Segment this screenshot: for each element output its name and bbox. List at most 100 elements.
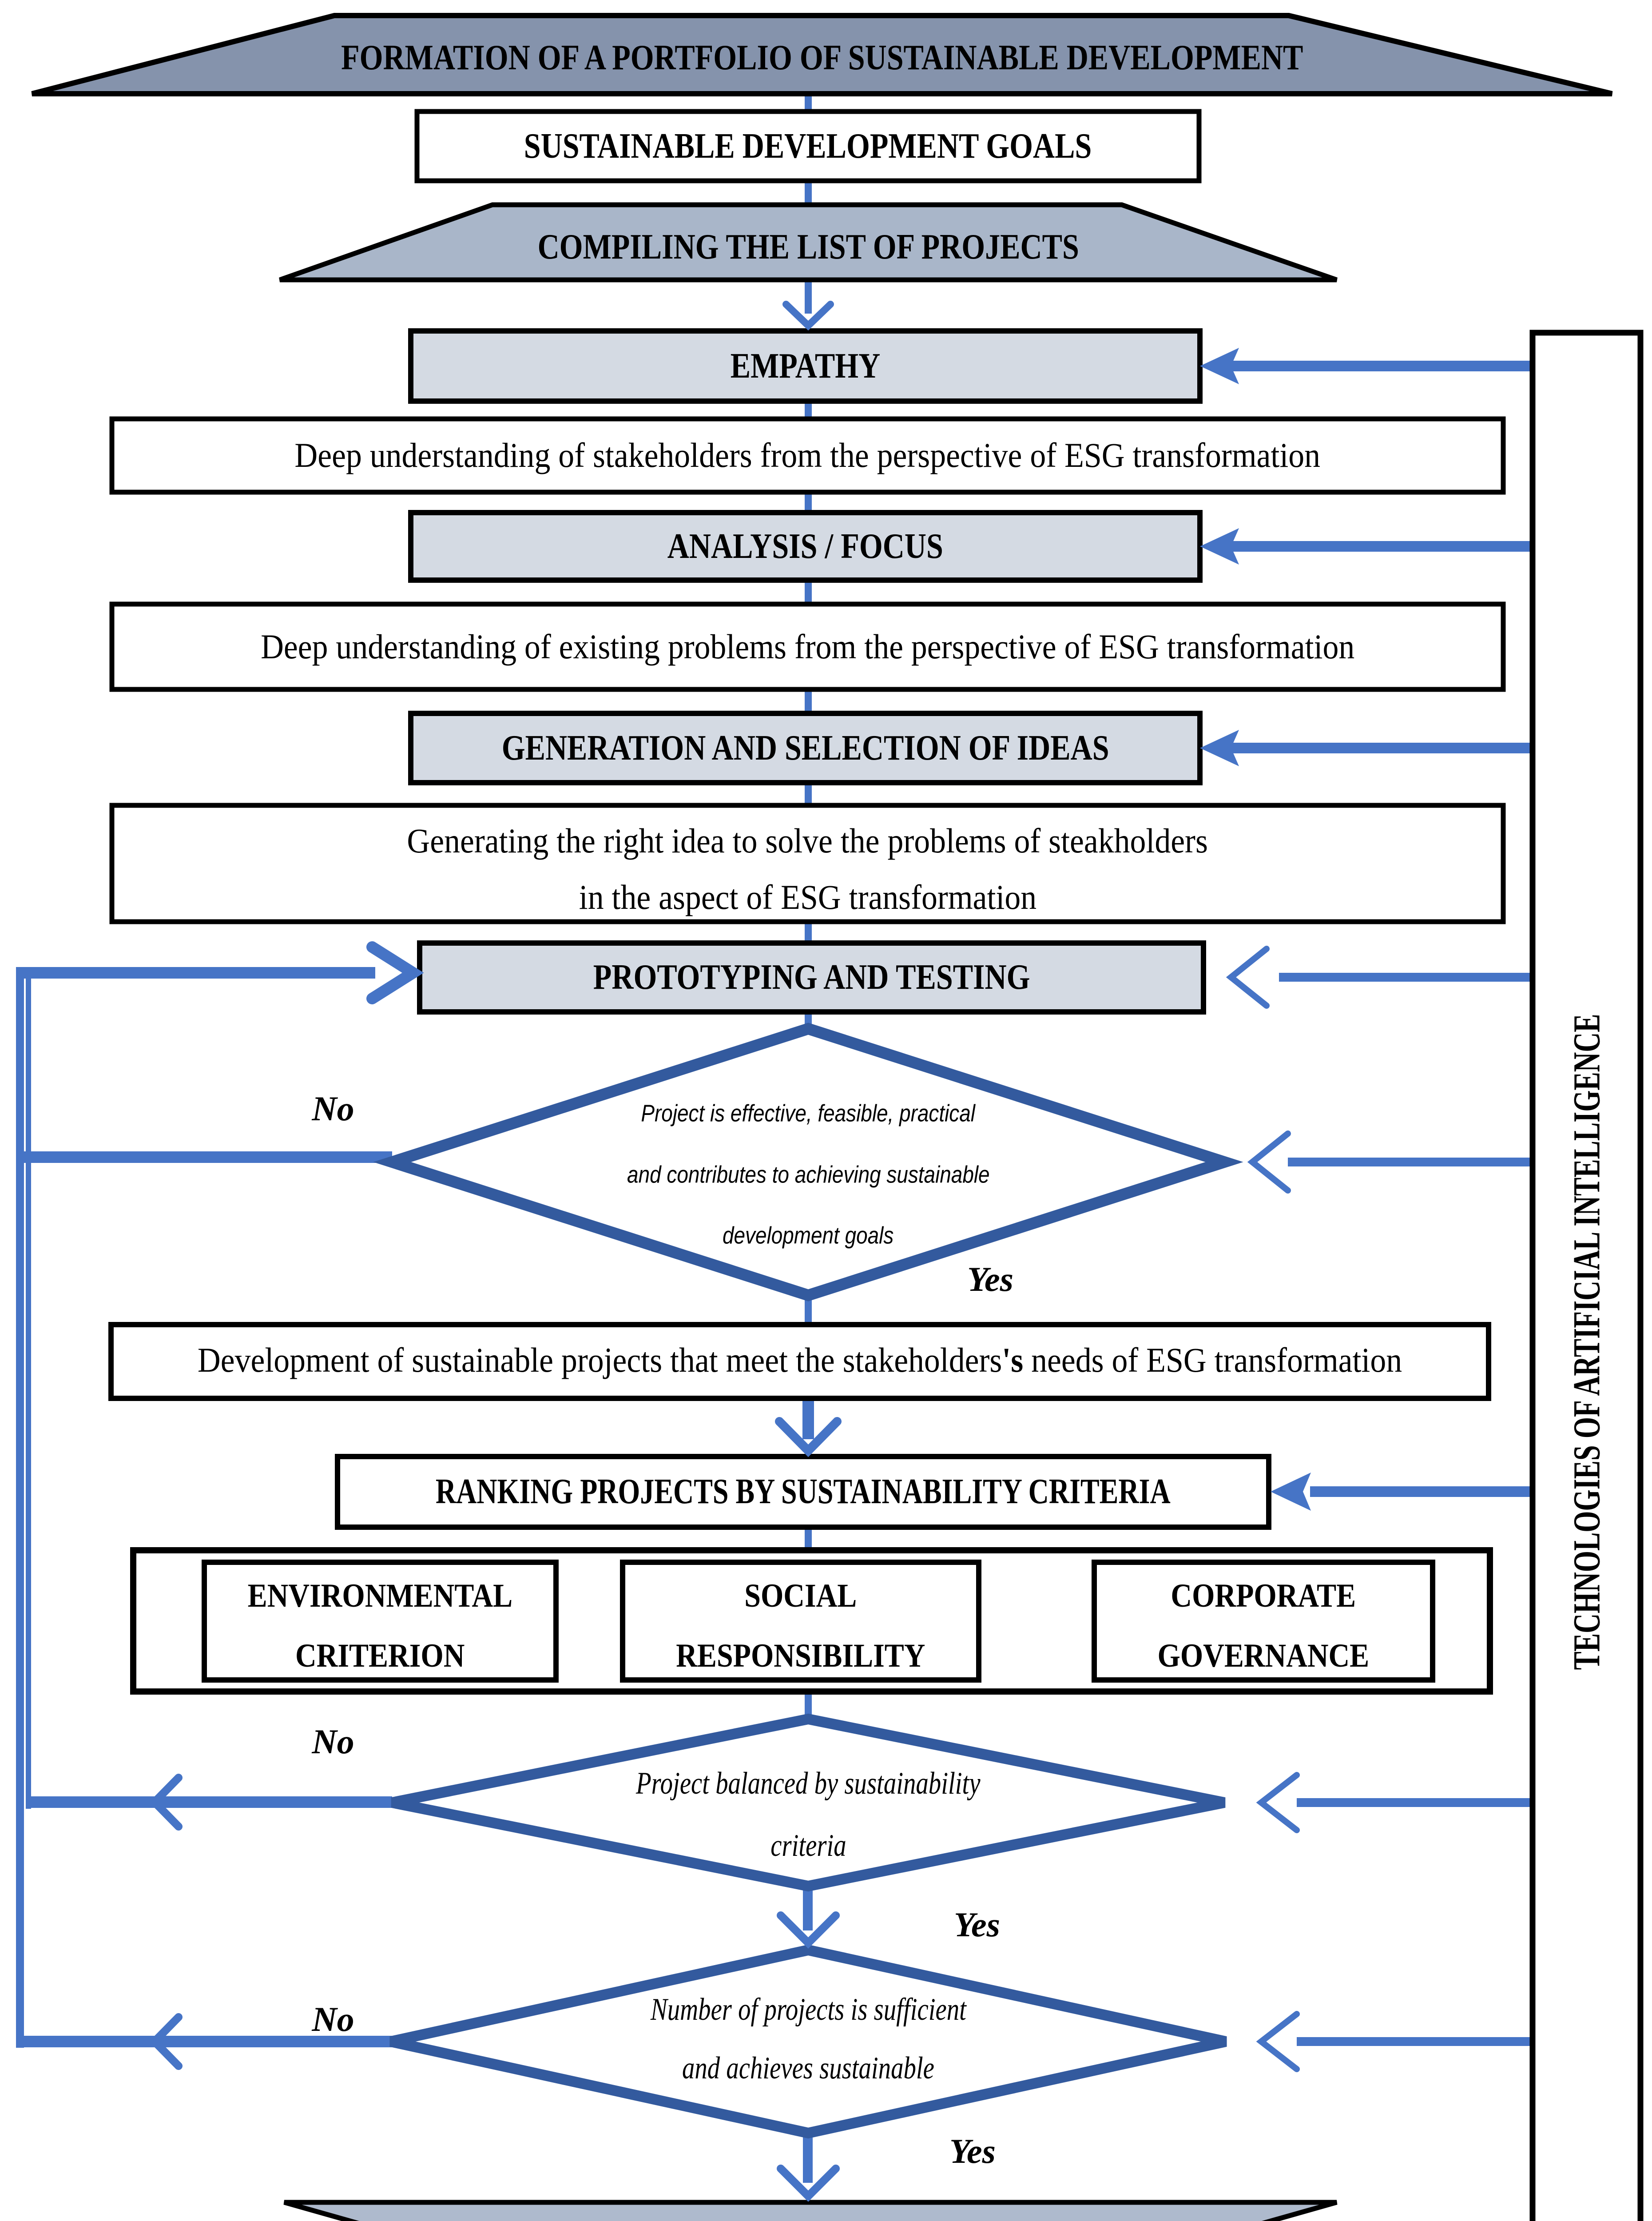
analysis-desc-box-shape bbox=[109, 601, 1506, 692]
ai-arrowhead-generation bbox=[1200, 730, 1239, 766]
down-arrowhead-into-empathy bbox=[782, 301, 834, 331]
decision2-diamond-shape bbox=[391, 1713, 1226, 1892]
ai-arrow-analysis-shaft bbox=[1230, 541, 1533, 552]
ai-arrow-generation-shaft bbox=[1230, 743, 1533, 753]
generation-desc-box-shape bbox=[109, 803, 1506, 924]
decision2-line2: criteria bbox=[770, 1828, 846, 1863]
compiling-trapezoid-shape bbox=[279, 202, 1338, 283]
social-responsibility-line1: SOCIAL bbox=[744, 1577, 857, 1614]
feedback-arrow-shaft bbox=[16, 967, 375, 979]
feedback-arrowhead-into-prototyping bbox=[366, 941, 424, 1004]
ai-arrowhead-analysis bbox=[1200, 528, 1239, 565]
decision1-line2: and contributes to achieving sustainable bbox=[627, 1161, 990, 1188]
ai-arrow-empathy-shaft bbox=[1230, 361, 1533, 371]
corporate-governance-line1: CORPORATE bbox=[1171, 1577, 1356, 1614]
ai-arrow-ranking-shaft bbox=[1310, 1486, 1533, 1497]
corporate-governance-line2: GOVERNANCE bbox=[1157, 1637, 1370, 1674]
down-arrowhead-into-compilining bbox=[777, 2165, 840, 2202]
ai-sidebar: TECHNOLOGIES OF ARTIFICIAL INTELLIGENCE bbox=[1533, 333, 1640, 2221]
development-box-label: Development of sustainable projects that… bbox=[197, 1341, 1402, 1380]
ai-sidebar-box-shape bbox=[1529, 330, 1644, 2221]
development-box-shape bbox=[108, 1322, 1491, 1401]
ai-arrow-decision1-shaft bbox=[1288, 1158, 1533, 1166]
analysis-label: ANALYSIS / FOCUS bbox=[667, 527, 944, 566]
ai-arrowhead-prototyping bbox=[1226, 946, 1270, 1009]
empathy-desc-box-shape bbox=[109, 416, 1506, 495]
ai-arrow-prototyping-shaft bbox=[1279, 973, 1533, 982]
social-responsibility-box-shape bbox=[620, 1560, 981, 1683]
connector-decision2-to-decision3 bbox=[803, 1886, 813, 1930]
generation-desc-line1: Generating the right idea to solve the p… bbox=[407, 821, 1208, 860]
ai-sidebar-label: TECHNOLOGIES OF ARTIFICIAL INTELLIGENCE bbox=[1565, 1014, 1608, 1670]
arrowheads bbox=[149, 301, 1311, 2202]
empathy-desc-label: Deep understanding of stakeholders from … bbox=[294, 436, 1321, 475]
ai-arrow-decision3-shaft bbox=[1297, 2037, 1533, 2046]
ai-arrowhead-empathy bbox=[1200, 348, 1239, 384]
decision2-no-line bbox=[26, 1796, 392, 1808]
ranking-box-label: RANKING PROJECTS BY SUSTAINABILITY CRITE… bbox=[436, 1472, 1171, 1511]
connector-generation-to-desc bbox=[805, 783, 812, 808]
decision1-no-label: No bbox=[312, 1089, 354, 1128]
corporate-governance-box-shape bbox=[1092, 1560, 1435, 1683]
down-arrowhead-into-decision3 bbox=[777, 1911, 840, 1949]
ai-arrowhead-decision3 bbox=[1256, 2011, 1300, 2072]
sdg-box-shape bbox=[414, 109, 1202, 183]
ai-arrowhead-decision2 bbox=[1256, 1772, 1300, 1833]
decision3-no-label: No bbox=[312, 2000, 354, 2039]
compiling-trapezoid-label: COMPILING THE LIST OF PROJECTS bbox=[537, 227, 1079, 267]
decision3-no-line bbox=[16, 2036, 392, 2047]
compilining-trapezoid-label: COMPILINING THE LIST OF PROJECTS bbox=[284, 2215, 1337, 2221]
social-responsibility-line2: RESPONSIBILITY bbox=[676, 1637, 925, 1674]
connector-ranking-to-criteria bbox=[805, 1527, 812, 1553]
environmental-criterion-box-shape bbox=[202, 1560, 559, 1683]
connector-development-to-ranking bbox=[802, 1398, 814, 1439]
generation-label: GENERATION AND SELECTION OF IDEAS bbox=[501, 728, 1109, 768]
outer-feedback-rail bbox=[16, 967, 24, 2048]
decision2-yes-label: Yes bbox=[954, 1905, 1000, 1944]
analysis-desc-label: Deep understanding of existing problems … bbox=[260, 627, 1355, 666]
feedback-rails bbox=[16, 967, 392, 2048]
decision3-line1: Number of projects is sufficient bbox=[650, 1992, 966, 2027]
sdg-box-label: SUSTAINABLE DEVELOPMENT GOALS bbox=[524, 127, 1092, 166]
decision3-diamond-shape bbox=[389, 1944, 1227, 2139]
connector-desc-to-prototyping bbox=[805, 922, 812, 946]
connector-compiling-to-empathy bbox=[805, 280, 812, 314]
connector-sdg-to-compiling bbox=[805, 181, 812, 207]
generation-desc-line2: in the aspect of ESG transformation bbox=[579, 878, 1036, 917]
analysis-box-shape bbox=[408, 510, 1203, 583]
connector-decision1-to-development bbox=[805, 1295, 812, 1327]
ai-arrow-shafts bbox=[1230, 361, 1533, 2046]
empathy-box-shape bbox=[408, 328, 1203, 404]
start-trapezoid-label: FORMATION OF A PORTFOLIO OF SUSTAINABLE … bbox=[341, 38, 1303, 77]
decision3-yes-label: Yes bbox=[949, 2132, 996, 2171]
no-arrowhead-decision2 bbox=[149, 1774, 183, 1831]
decision1-no-line bbox=[16, 1151, 392, 1163]
decision1-line1: Project is effective, feasible, practica… bbox=[641, 1100, 976, 1127]
connector-decision3-to-compilining bbox=[803, 2133, 813, 2183]
empathy-label: EMPATHY bbox=[730, 346, 881, 386]
decision1-yes-label: Yes bbox=[967, 1260, 1013, 1299]
generation-box-shape bbox=[408, 711, 1203, 785]
no-arrowhead-decision3 bbox=[149, 2013, 183, 2070]
environmental-criterion-line2: CRITERION bbox=[295, 1637, 465, 1674]
connector-analysis-to-desc bbox=[805, 580, 812, 607]
decision3-line2: and achieves sustainable bbox=[682, 2050, 934, 2086]
decision1-line3: development goals bbox=[723, 1222, 894, 1249]
decision2-line1: Project balanced by sustainability bbox=[636, 1766, 981, 1801]
start-trapezoid-shape bbox=[31, 13, 1613, 96]
environmental-criterion-line1: ENVIRONMENTAL bbox=[247, 1577, 513, 1614]
connector-desc-to-generation bbox=[805, 689, 812, 716]
down-arrowhead-into-ranking bbox=[775, 1417, 842, 1457]
ai-arrowhead-decision1 bbox=[1247, 1130, 1291, 1194]
connector-desc-to-analysis bbox=[805, 492, 812, 515]
ai-arrow-decision2-shaft bbox=[1297, 1798, 1533, 1807]
ranking-box-shape bbox=[335, 1454, 1271, 1530]
prototyping-label: PROTOTYPING AND TESTING bbox=[593, 958, 1030, 997]
ai-arrowhead-ranking bbox=[1271, 1473, 1311, 1511]
decision2-no-label: No bbox=[312, 1722, 354, 1761]
compilining-trapezoid-shape bbox=[283, 2200, 1338, 2221]
inner-feedback-rail bbox=[26, 967, 31, 1809]
prototyping-box-shape bbox=[417, 940, 1206, 1015]
